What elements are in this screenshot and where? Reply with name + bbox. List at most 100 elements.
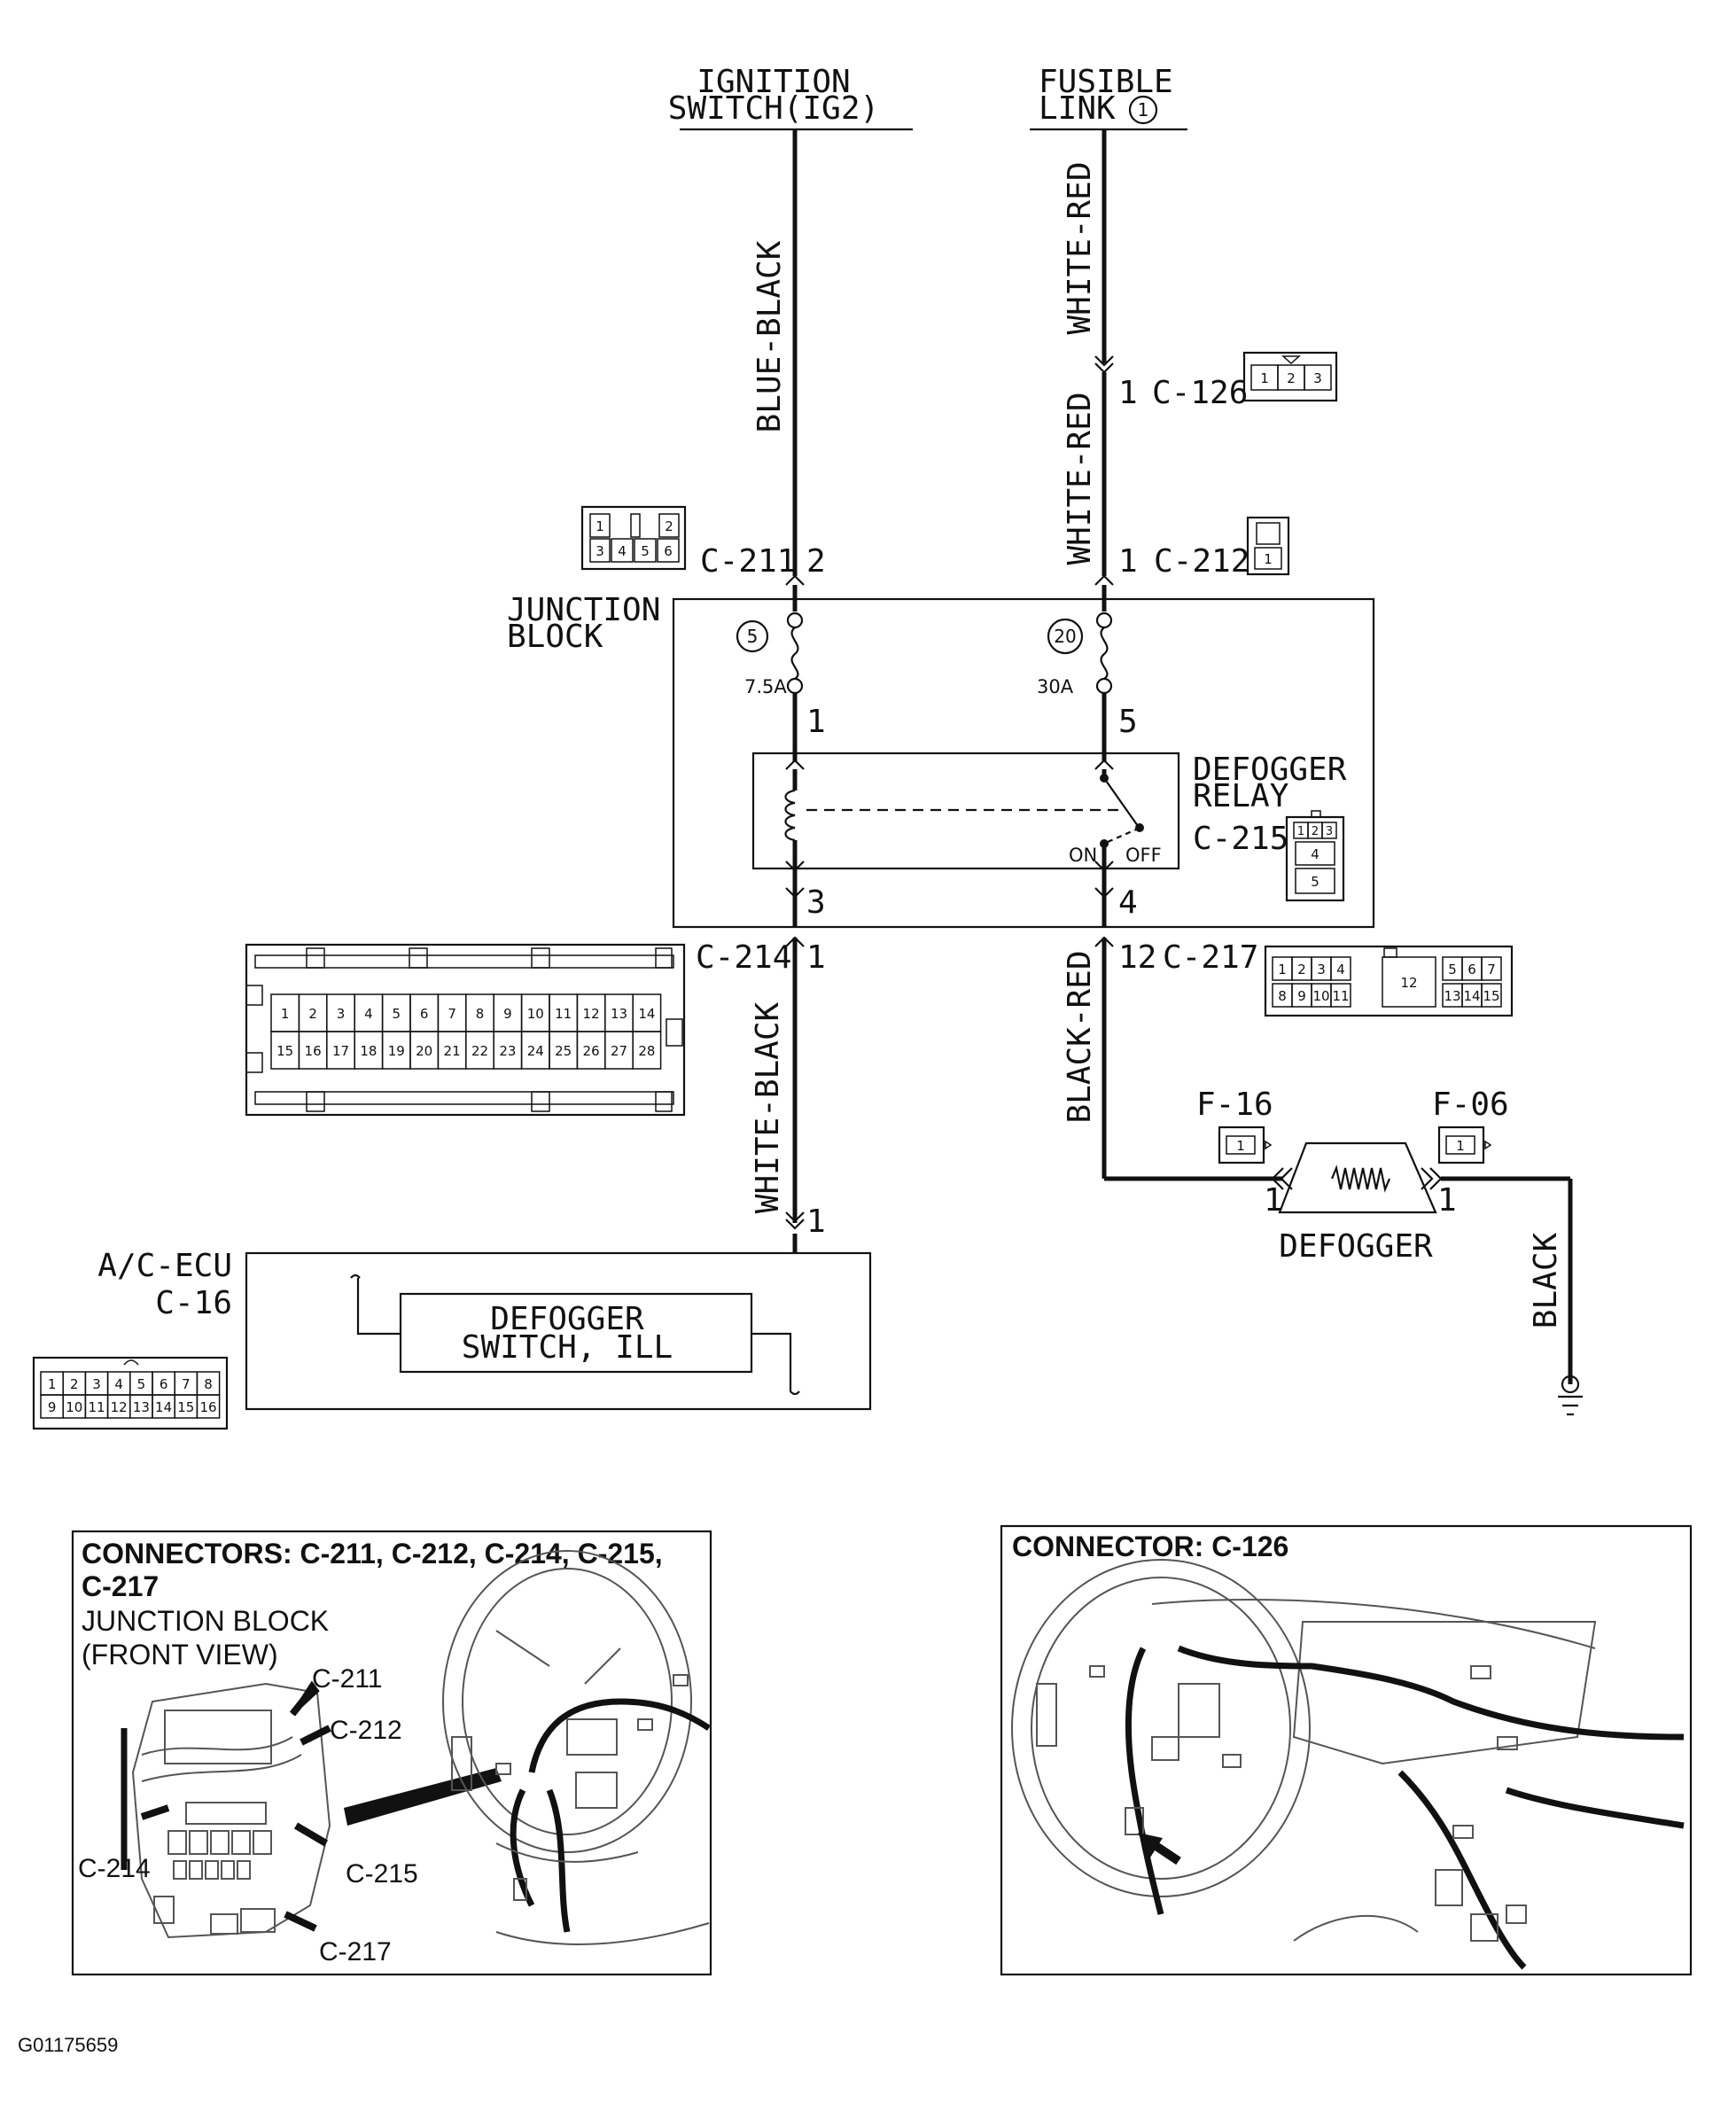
fuse-5-rating: 7.5A [744, 676, 787, 697]
fusible-link-source: FUSIBLE LINK 1 [1030, 64, 1187, 131]
junction-block-label-line2: BLOCK [507, 619, 603, 655]
svg-text:1: 1 [1236, 1138, 1245, 1154]
fuse-5-number-circle [736, 619, 769, 653]
wire-label-white-red-lower: WHITE-RED [1062, 392, 1098, 565]
relay-off-label: OFF [1125, 845, 1162, 866]
c217-pin-number: 9 [1297, 988, 1306, 1004]
c16-pin-number: 13 [133, 1399, 150, 1415]
ac-ecu-label-line2: C-16 [155, 1285, 232, 1321]
defogger-switch-label-line1: DEFOGGER [490, 1301, 644, 1337]
callout-c215: C-215 [346, 1859, 418, 1889]
c214-pin-number: 13 [611, 1006, 627, 1022]
fuse-5-number: 5 [747, 626, 759, 647]
fusible-link-number: 1 [1138, 99, 1149, 121]
c16-pin-number: 14 [155, 1399, 172, 1415]
c214-pin-number: 20 [416, 1043, 432, 1059]
c215-id: C-215 [1193, 821, 1288, 857]
c16-pin-number: 4 [114, 1376, 123, 1392]
c214-pin-number: 1 [281, 1006, 290, 1022]
c16-cell [196, 1394, 221, 1419]
c217-pin-number: 3 [1317, 962, 1326, 978]
c214-pin-number: 19 [388, 1043, 405, 1059]
c217-pin-number: 14 [1463, 988, 1480, 1004]
figure-id: G01175659 [18, 2034, 118, 2056]
relay-pin-4: 4 [1118, 884, 1138, 921]
svg-text:3: 3 [596, 543, 604, 559]
wire-label-black: BLACK [1528, 1232, 1564, 1328]
c16-pin-number: 8 [204, 1376, 213, 1392]
ac-ecu: A/C-ECU C-16 DEFOGGER SWITCH, ILL [97, 1234, 872, 1411]
svg-text:5: 5 [1311, 874, 1320, 890]
c214-pin-number: 8 [476, 1006, 485, 1022]
svg-text:2: 2 [1312, 825, 1319, 838]
c16-pin-number: 15 [177, 1399, 194, 1415]
ignition-label-line2: SWITCH(IG2) [668, 90, 879, 127]
c217-pin-number: 1 [1278, 962, 1287, 978]
svg-text:3: 3 [1326, 825, 1333, 838]
c217-cell [1481, 983, 1502, 1008]
c214-pin-number: 27 [611, 1043, 627, 1059]
c212-pin: 1 [1118, 543, 1138, 580]
c214-pin-number: 7 [448, 1006, 456, 1022]
callout-c214: C-214 [78, 1854, 151, 1883]
c217-id: C-217 [1163, 939, 1258, 976]
defogger-pin-right: 1 [1437, 1182, 1457, 1219]
svg-text:3: 3 [1313, 370, 1322, 386]
c217-pin-number: 8 [1278, 988, 1287, 1004]
c214-pin-number: 17 [332, 1043, 349, 1059]
f16-face: 1 [1218, 1125, 1273, 1164]
c16-pin-number: 5 [137, 1376, 146, 1392]
c16-pin-number: 7 [182, 1376, 191, 1392]
c214-pin-number: 18 [360, 1043, 377, 1059]
locator-left-header-line1: CONNECTORS: C-211, C-212, C-214, C-215, [82, 1538, 663, 1569]
locator-right: CONNECTOR: C-126 [1000, 1524, 1693, 1976]
c217-cell [1481, 956, 1502, 981]
c214-pin-number: 24 [527, 1043, 544, 1059]
c214-pin-number: 28 [638, 1043, 655, 1059]
fuse-20-number: 20 [1054, 626, 1076, 647]
c214-pin-number: 9 [503, 1006, 512, 1022]
c16-pin-number: 10 [66, 1399, 82, 1415]
c126-pin: 1 [1118, 375, 1138, 411]
c214-pin-number: 2 [308, 1006, 317, 1022]
c16-pin-number: 11 [88, 1399, 105, 1415]
ignition-label-line1: IGNITION [697, 64, 850, 100]
c214-pin: 1 [806, 939, 826, 976]
c217-pin-number: 13 [1444, 988, 1460, 1004]
c16-pin-number: 9 [48, 1399, 57, 1415]
c215-face: 1 2 3 4 5 [1285, 810, 1345, 902]
c217-pin-12-center: 12 [1400, 975, 1417, 991]
f06-face: 1 [1437, 1125, 1492, 1164]
callout-c217: C-217 [319, 1937, 392, 1967]
c217-pin-number: 15 [1483, 988, 1499, 1004]
c214-pin-number: 5 [393, 1006, 401, 1022]
c214-pin-number: 21 [444, 1043, 461, 1059]
wire-label-black-red: BLACK-RED [1062, 950, 1098, 1123]
c214-pin-number: 15 [276, 1043, 293, 1059]
defogger-element: 1 1 DEFOGGER [1264, 1141, 1457, 1265]
c16-pin-number: 2 [70, 1376, 79, 1392]
c217-pin-number: 10 [1312, 988, 1329, 1004]
svg-text:5: 5 [641, 543, 650, 559]
c217-cell [1330, 983, 1351, 1008]
svg-text:2: 2 [1287, 370, 1296, 386]
c217-pin-number: 7 [1487, 962, 1496, 978]
callout-c211: C-211 [312, 1664, 382, 1694]
c214-pin-number: 16 [305, 1043, 322, 1059]
svg-text:1: 1 [1456, 1138, 1465, 1154]
relay-pin-5: 5 [1118, 704, 1138, 740]
defogger-label: DEFOGGER [1279, 1228, 1433, 1265]
svg-text:2: 2 [665, 518, 673, 534]
f06-id: F-06 [1432, 1087, 1509, 1123]
c211-id: C-211 [700, 543, 796, 580]
c214-pin-number: 10 [527, 1006, 544, 1022]
c126-face: 1 2 3 [1242, 351, 1338, 402]
c214-pin-number: 12 [583, 1006, 600, 1022]
c217-cell [1330, 956, 1351, 981]
fuse-20-rating: 30A [1037, 676, 1074, 697]
svg-text:1: 1 [1297, 825, 1304, 838]
c217-pin-number: 4 [1336, 962, 1345, 978]
c214-pin-number: 4 [364, 1006, 373, 1022]
